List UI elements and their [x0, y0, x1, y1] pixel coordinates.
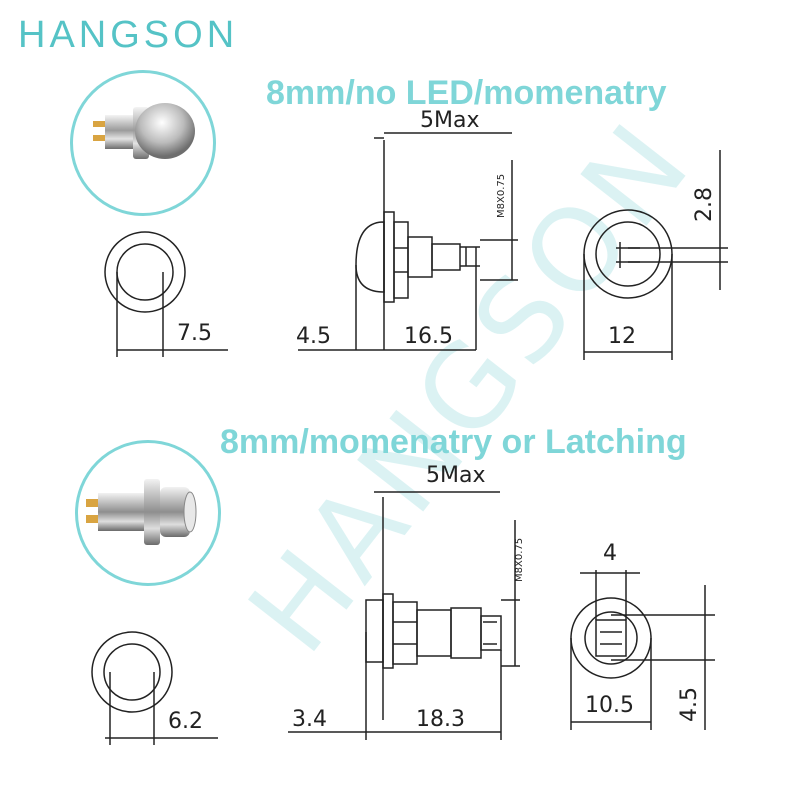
bottom-pin-height-label: 4.5 — [677, 687, 702, 722]
top-max-panel-label: 5Max — [420, 108, 479, 133]
bottom-thread-label: M8X0.75 — [514, 538, 525, 582]
top-head-height-label: 4.5 — [296, 324, 331, 349]
top-outer-dia-label: 12 — [608, 324, 636, 349]
metal-button-switch-flat-icon — [75, 440, 221, 586]
bottom-body-length-label: 18.3 — [416, 707, 465, 732]
top-body-length-label: 16.5 — [404, 324, 453, 349]
bottom-max-panel-label: 5Max — [426, 463, 485, 488]
top-thread-label: M8X0.75 — [496, 174, 507, 218]
bottom-head-dia-label: 6.2 — [168, 709, 203, 734]
top-head-inner-circle — [116, 243, 174, 301]
bottom-outer-dia-label: 10.5 — [585, 693, 634, 718]
bottom-head-outer-circle — [91, 631, 173, 713]
top-rear-outer-circle — [583, 209, 673, 299]
top-rear-inner-circle — [595, 221, 661, 287]
top-head-outer-circle — [104, 231, 186, 313]
section-top-title: 8mm/no LED/momenatry — [266, 74, 667, 112]
top-pin-spacing-label: 2.8 — [692, 187, 717, 222]
metal-button-switch-dome-icon — [70, 70, 216, 216]
bottom-rear-inner-circle — [584, 611, 638, 665]
bottom-head-height-label: 3.4 — [292, 707, 327, 732]
bottom-pin-width-label: 4 — [603, 541, 617, 566]
brand-logo: HANGSON — [18, 14, 239, 56]
bottom-rear-outer-circle — [570, 597, 652, 679]
top-head-dia-label: 7.5 — [177, 321, 212, 346]
section-bottom-title: 8mm/momenatry or Latching — [220, 423, 687, 461]
bottom-head-inner-circle — [103, 643, 161, 701]
